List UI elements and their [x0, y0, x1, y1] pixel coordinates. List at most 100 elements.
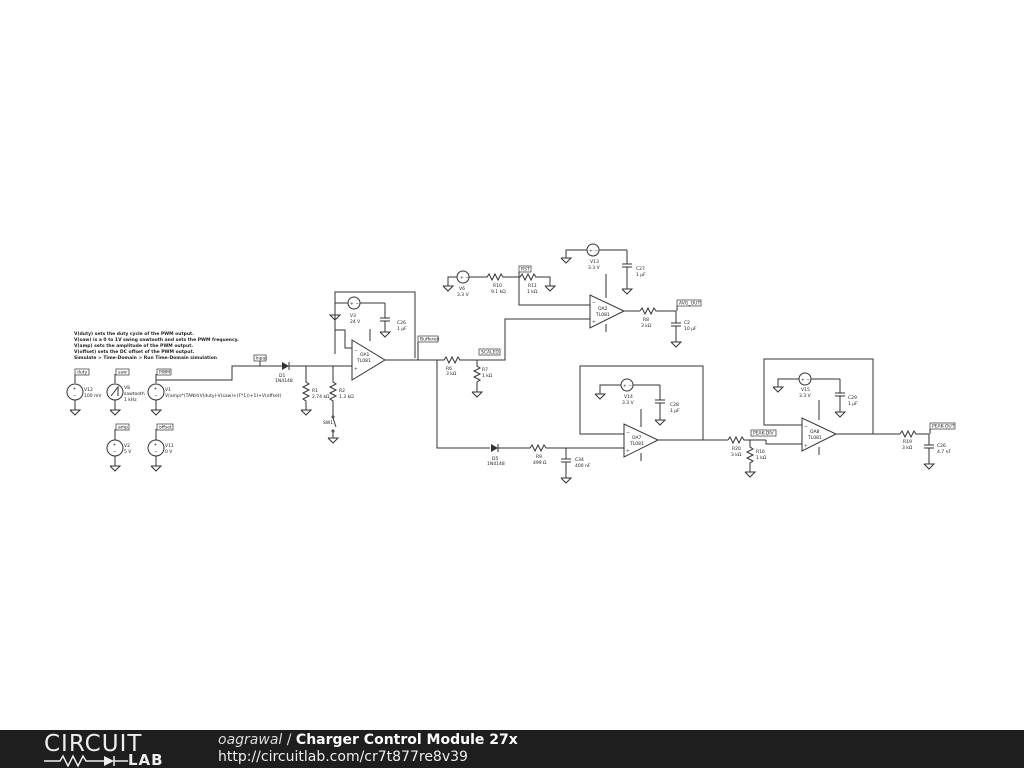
- svg-text:C34: C34: [575, 457, 584, 463]
- resistor-r9[interactable]: R9 499 Ω: [498, 443, 566, 466]
- resistor-r1[interactable]: R1 2.74 kΩ: [300, 366, 330, 416]
- node-label-avg-out: AVG_OUT: [676, 299, 702, 307]
- svg-text:SW1: SW1: [323, 420, 333, 426]
- source-v6[interactable]: + − V6 3.3 V: [442, 270, 470, 298]
- svg-text:D1: D1: [279, 373, 285, 379]
- node-label-pwm: PWM: [156, 368, 172, 376]
- circuit-title: Charger Control Module 27x: [295, 732, 518, 748]
- v12-name: V12: [84, 387, 93, 393]
- svg-text:OA2: OA2: [598, 306, 608, 312]
- author-link[interactable]: oagrawal: [218, 732, 283, 748]
- svg-text:+: +: [154, 386, 158, 392]
- source-v2[interactable]: +− V2 5 V: [106, 429, 132, 472]
- resistor-r8[interactable]: R8 3 kΩ: [639, 306, 676, 329]
- source-v12[interactable]: +− V12 100 mV: [66, 374, 102, 416]
- svg-text:1N4148: 1N4148: [275, 378, 293, 384]
- svg-text:1 µF: 1 µF: [636, 272, 646, 278]
- source-v11[interactable]: +− V11 0 V: [147, 429, 174, 472]
- svg-text:amp: amp: [118, 426, 128, 431]
- svg-text:3.3 V: 3.3 V: [622, 400, 635, 406]
- opamp-oa1[interactable]: − + OA1 TL081: [351, 339, 386, 381]
- svg-text:+ −: + −: [350, 301, 359, 307]
- circuit-title-line: oagrawal / Charger Control Module 27x: [218, 732, 518, 749]
- switch-sw1[interactable]: SW1: [323, 415, 340, 444]
- svg-text:+: +: [154, 442, 158, 448]
- capacitor-c29[interactable]: C29 1 µF: [834, 379, 858, 418]
- svg-text:C27: C27: [636, 266, 645, 272]
- node-label-saw: saw: [115, 368, 130, 376]
- resistor-r10[interactable]: R10 9.1 kΩ: [469, 272, 519, 295]
- resistor-r11[interactable]: R11 1 kΩ: [519, 272, 557, 295]
- svg-text:1.3 kΩ: 1.3 kΩ: [339, 394, 354, 400]
- diode-d1[interactable]: D1 1N4148: [275, 362, 293, 384]
- capacitor-c34[interactable]: C34 400 nF: [560, 448, 591, 484]
- circuit-url[interactable]: http://circuitlab.com/cr7t877re8v39: [218, 749, 468, 765]
- svg-text:+ −: + −: [460, 275, 469, 281]
- svg-text:duty: duty: [77, 370, 87, 376]
- svg-text:OA1: OA1: [360, 352, 370, 358]
- svg-text:V6: V6: [459, 286, 465, 292]
- v2-value: 5 V: [124, 449, 132, 455]
- svg-text:C26: C26: [397, 320, 406, 326]
- node-label-buffered: Buffered: [417, 335, 439, 343]
- svg-text:−: −: [113, 450, 117, 455]
- capacitor-c26b[interactable]: C26 4.7 nF: [923, 434, 951, 470]
- resistor-r6[interactable]: R6 3 kΩ: [437, 355, 477, 377]
- svg-text:10 µF: 10 µF: [684, 326, 697, 332]
- v8-value2: 1 kHz: [124, 397, 137, 403]
- svg-text:C2: C2: [684, 320, 690, 326]
- wire: [155, 365, 282, 383]
- capacitor-c2[interactable]: C2 10 µF: [670, 311, 697, 348]
- resistor-r16[interactable]: R16 1 kΩ: [744, 440, 767, 478]
- svg-text:R20: R20: [732, 446, 741, 452]
- source-v3[interactable]: + − V3 24 V: [335, 296, 385, 325]
- source-v13[interactable]: + − V13 3.3 V: [560, 243, 627, 271]
- circuitlab-logo[interactable]: CIRCUIT: [44, 731, 143, 757]
- svg-text:Buffered: Buffered: [420, 337, 439, 343]
- svg-text:TL081: TL081: [807, 435, 822, 441]
- svg-text:2.74 kΩ: 2.74 kΩ: [312, 394, 330, 400]
- svg-text:R2: R2: [339, 388, 345, 394]
- resistor-r2[interactable]: R2 1.3 kΩ: [328, 366, 354, 416]
- footer-bar: CIRCUIT LAB oagrawal / Charger Control M…: [0, 730, 1024, 769]
- source-v15[interactable]: + − V15 3.3 V: [772, 372, 840, 399]
- opamp-oa8[interactable]: − + OA8 TL081: [801, 417, 838, 452]
- svg-text:V14: V14: [624, 394, 633, 400]
- source-v14[interactable]: + − V14 3.3 V: [594, 378, 660, 406]
- svg-text:3.3 V: 3.3 V: [799, 393, 812, 399]
- svg-text:1 µF: 1 µF: [848, 401, 858, 407]
- diode-d5[interactable]: D5 1N4148: [487, 444, 505, 467]
- svg-text:TL081: TL081: [629, 441, 644, 447]
- capacitor-c26[interactable]: C26 1 µF: [379, 303, 407, 338]
- opamp-oa7[interactable]: − + OA7 TL081: [623, 423, 660, 458]
- resistor-r20[interactable]: R20 3 kΩ: [727, 435, 766, 458]
- v12-value: 100 mV: [84, 393, 102, 399]
- source-v8[interactable]: V8 sawtooth 1 kHz: [106, 374, 145, 416]
- capacitor-c27[interactable]: C27 1 µF: [621, 250, 646, 295]
- resistor-logo-icon: [44, 754, 128, 768]
- svg-text:+: +: [354, 366, 358, 372]
- svg-text:3 kΩ: 3 kΩ: [902, 445, 913, 451]
- svg-text:499 Ω: 499 Ω: [533, 460, 547, 466]
- resistor-r19[interactable]: R19 3 kΩ: [899, 429, 929, 451]
- resistor-r7[interactable]: R7 1 kΩ: [471, 360, 493, 398]
- svg-text:TL081: TL081: [356, 358, 371, 364]
- svg-text:R16: R16: [756, 449, 765, 455]
- node-label-input: Input: [253, 354, 268, 362]
- svg-text:4.7 nF: 4.7 nF: [937, 449, 951, 455]
- svg-text:V3: V3: [350, 313, 356, 319]
- capacitor-c28[interactable]: C28 1 µF: [654, 385, 680, 426]
- note-line: V(offset) sets the DC offset of the PWM …: [74, 349, 195, 355]
- node-label-peak-out: PEAK-OUT: [929, 422, 956, 430]
- svg-text:PWM: PWM: [159, 370, 170, 376]
- title-separator: /: [282, 732, 296, 748]
- svg-text:offset: offset: [159, 425, 172, 431]
- svg-text:C29: C29: [848, 395, 857, 401]
- svg-text:+: +: [73, 386, 77, 392]
- node-label-amp: amp: [115, 423, 130, 431]
- svg-text:−: −: [804, 425, 808, 430]
- svg-text:+: +: [592, 319, 596, 325]
- svg-text:Input: Input: [256, 356, 268, 362]
- svg-text:OA7: OA7: [632, 435, 642, 441]
- opamp-oa2[interactable]: − + OA2 TL081: [589, 294, 626, 329]
